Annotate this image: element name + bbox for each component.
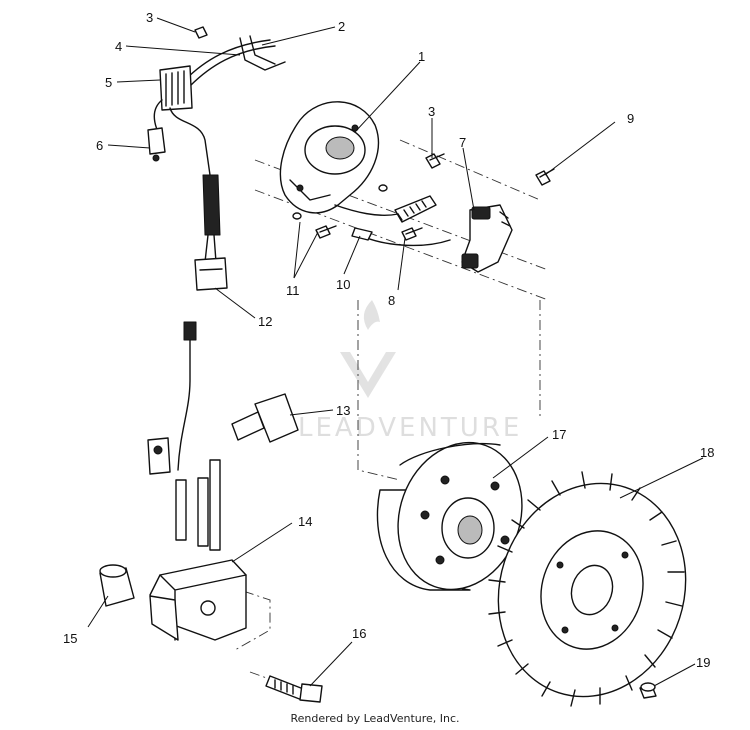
footer-credit: Rendered by LeadVenture, Inc.: [290, 712, 460, 725]
callout-14: 14: [298, 514, 312, 529]
callout-5: 5: [105, 75, 112, 90]
callout-16: 16: [352, 626, 366, 641]
callout-13: 13: [336, 403, 350, 418]
callout-6: 6: [96, 138, 103, 153]
callout-11: 11: [286, 283, 300, 298]
callout-18: 18: [700, 445, 714, 460]
stator-screws: [292, 153, 555, 241]
callout-7: 7: [459, 135, 466, 150]
callout-8: 8: [388, 293, 395, 308]
callout-10: 10: [336, 277, 350, 292]
spacer: [99, 564, 135, 607]
leader-lines: [87, 17, 704, 687]
bolt: [265, 675, 323, 703]
callout-4: 4: [115, 39, 122, 54]
callout-numbers: 1 2 3 3 4 5 6 7 8 9 10 11 12 13 14 15 16…: [63, 10, 714, 670]
callout-3b: 3: [428, 104, 435, 119]
watermark-text: LEADVENTURE: [298, 413, 522, 443]
callout-15: 15: [63, 631, 77, 646]
callout-12: 12: [258, 314, 272, 329]
stator-plate: [279, 101, 380, 214]
pulser-coil: [461, 204, 513, 273]
watermark: LEADVENTURE: [298, 300, 522, 443]
callout-3a: 3: [146, 10, 153, 25]
callout-19: 19: [696, 655, 710, 670]
wire-harness: [147, 26, 286, 291]
callout-2: 2: [338, 19, 345, 34]
flywheel: [376, 441, 523, 591]
ignition-coil: [149, 459, 247, 641]
callout-1: 1: [418, 49, 425, 64]
cooling-fan: [488, 471, 687, 707]
fan-screw: [639, 682, 657, 699]
callout-17: 17: [552, 427, 566, 442]
callout-9: 9: [627, 111, 634, 126]
lighting-coil: [334, 195, 451, 247]
spark-plug-cap: [147, 321, 299, 475]
